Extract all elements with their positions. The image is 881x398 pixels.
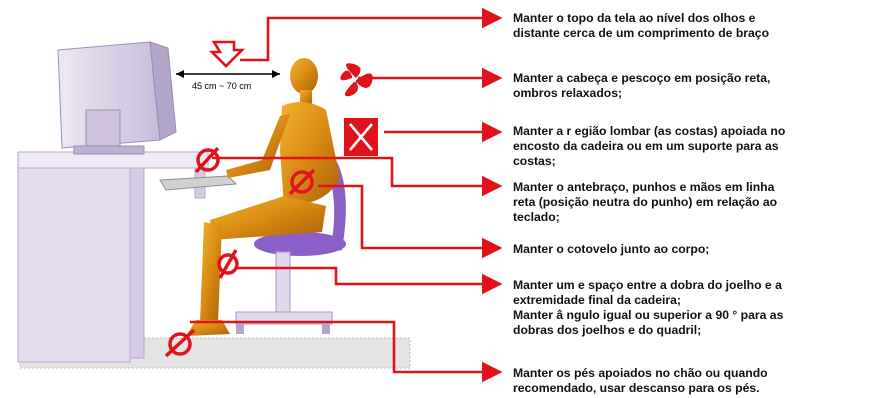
note-lumbar: Manter a r egião lombar (as costas) apoi… xyxy=(513,124,879,169)
callout-line-eye xyxy=(240,18,500,60)
note-eye-level: Manter o topo da tela ao nível dos olhos… xyxy=(513,11,879,41)
distance-label: 45 cm ~ 70 cm xyxy=(192,81,251,91)
note-knee-space: Manter um e spaço entre a dobra do joelh… xyxy=(513,278,879,338)
seated-person xyxy=(186,58,340,336)
note-head-neck: Manter a cabeça e pescoço em posição ret… xyxy=(513,71,879,101)
note-elbow: Manter o cotovelo junto ao corpo; xyxy=(513,242,879,257)
computer-monitor xyxy=(58,42,176,154)
eye-level-icon xyxy=(212,42,242,66)
note-forearm-wrist: Manter o antebraço, punhos e mãos em lin… xyxy=(513,180,879,225)
lumbar-icon xyxy=(344,118,378,156)
knee-icon xyxy=(219,250,237,278)
note-feet: Manter os pés apoiados no chão ou quando… xyxy=(513,366,879,396)
viewing-distance: 45 cm ~ 70 cm xyxy=(176,70,280,91)
neck-icon xyxy=(340,63,372,96)
